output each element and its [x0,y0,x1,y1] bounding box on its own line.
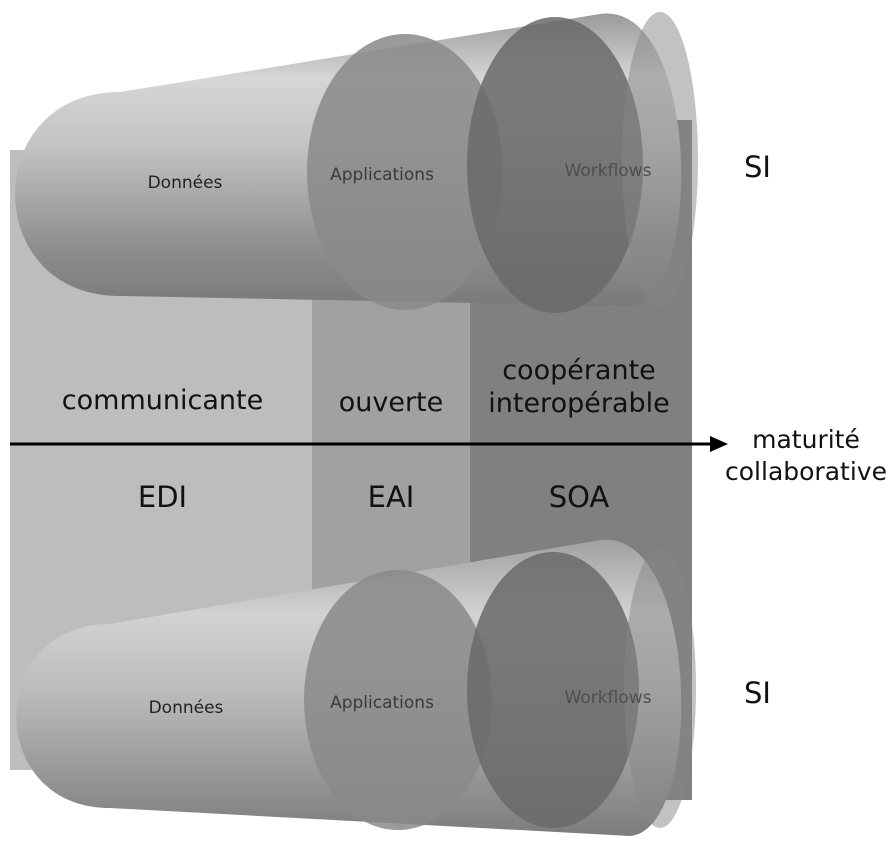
tech-label-edi: EDI [137,480,188,514]
axis-label: maturité collaborative [724,424,888,488]
maturity-axis [10,436,728,452]
label-donnees-bottom: Données [149,698,224,718]
system-bottom [16,539,696,836]
axis-label-line: collaborative [725,457,887,486]
band-label-ouverte: ouverte [312,386,470,419]
label-applications-bottom: Applications [330,693,434,713]
cylinder-disc-workflows-bottom [467,552,639,828]
tube-end-bottom [624,548,696,828]
si-label-top: SI [744,150,771,184]
band-label-line: coopérante [502,355,656,386]
tech-label-soa: SOA [548,480,610,514]
label-workflows-top: Workflows [565,161,652,181]
si-label-bottom: SI [744,676,771,710]
cylinder-disc-applications-bottom [304,570,492,830]
cylinder-disc-applications-top [307,34,503,310]
label-workflows-bottom: Workflows [565,688,652,708]
cylinder-disc-workflows-top [467,17,643,313]
band-label-line: ouverte [338,387,444,418]
tech-label-eai: EAI [367,480,415,514]
band-label-cooperante: coopérante interopérable [474,354,684,420]
axis-label-line: maturité [752,425,860,454]
system-top [15,12,698,313]
band-label-line: communicante [61,385,264,416]
label-donnees-top: Données [148,173,223,193]
tube-end-top [622,12,698,308]
band-label-line: interopérable [488,388,670,419]
axis-arrowhead [710,436,728,452]
label-applications-top: Applications [330,165,434,185]
band-label-communicante: communicante [20,384,305,417]
